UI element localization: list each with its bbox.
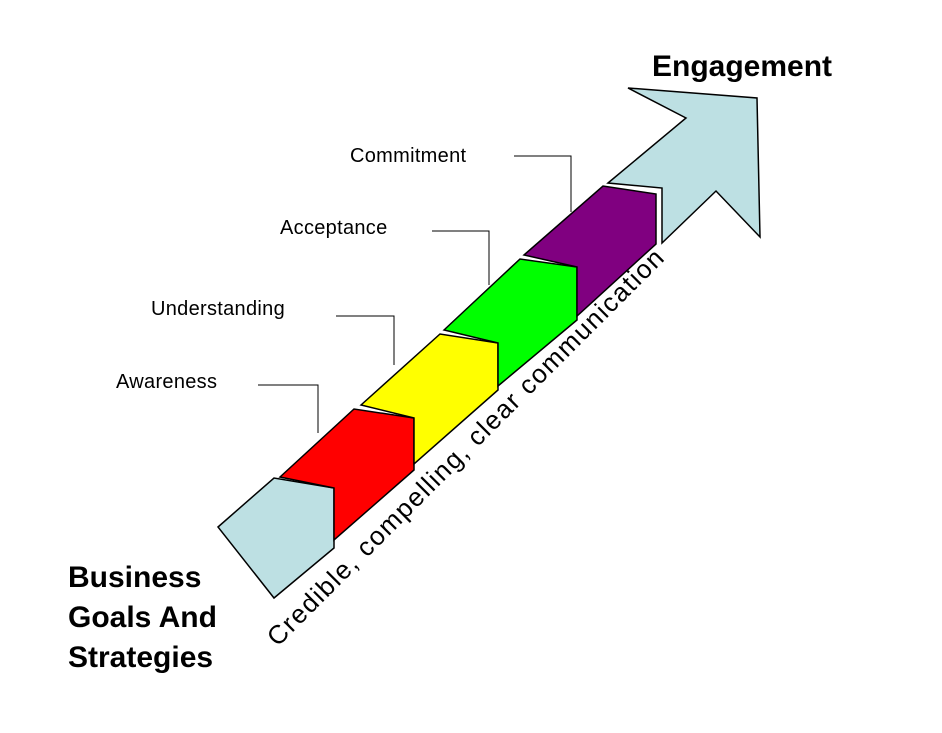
stage-chevron-commitment	[522, 185, 657, 318]
start-label-line-1: Business	[68, 561, 202, 594]
leader-line-acceptance	[432, 230, 490, 285]
stage-chevron-understanding	[359, 333, 499, 466]
stage-label-acceptance: Acceptance	[280, 217, 388, 239]
stage-label-commitment: Commitment	[350, 145, 467, 167]
leader-line-awareness	[258, 384, 319, 433]
end-label: Engagement	[652, 50, 833, 83]
start-label-line-2: Goals And	[68, 601, 217, 634]
stage-label-understanding: Understanding	[151, 298, 285, 320]
start-label: Business Goals And Strategies	[68, 558, 217, 678]
start-label-line-3: Strategies	[68, 641, 214, 674]
stage-chevron-awareness	[278, 408, 415, 542]
leader-line-understanding	[336, 315, 395, 365]
leader-line-commitment	[514, 155, 572, 212]
stage-label-awareness: Awareness	[116, 371, 218, 393]
arrow-head	[606, 87, 761, 245]
stage-chevron-acceptance	[442, 258, 578, 388]
